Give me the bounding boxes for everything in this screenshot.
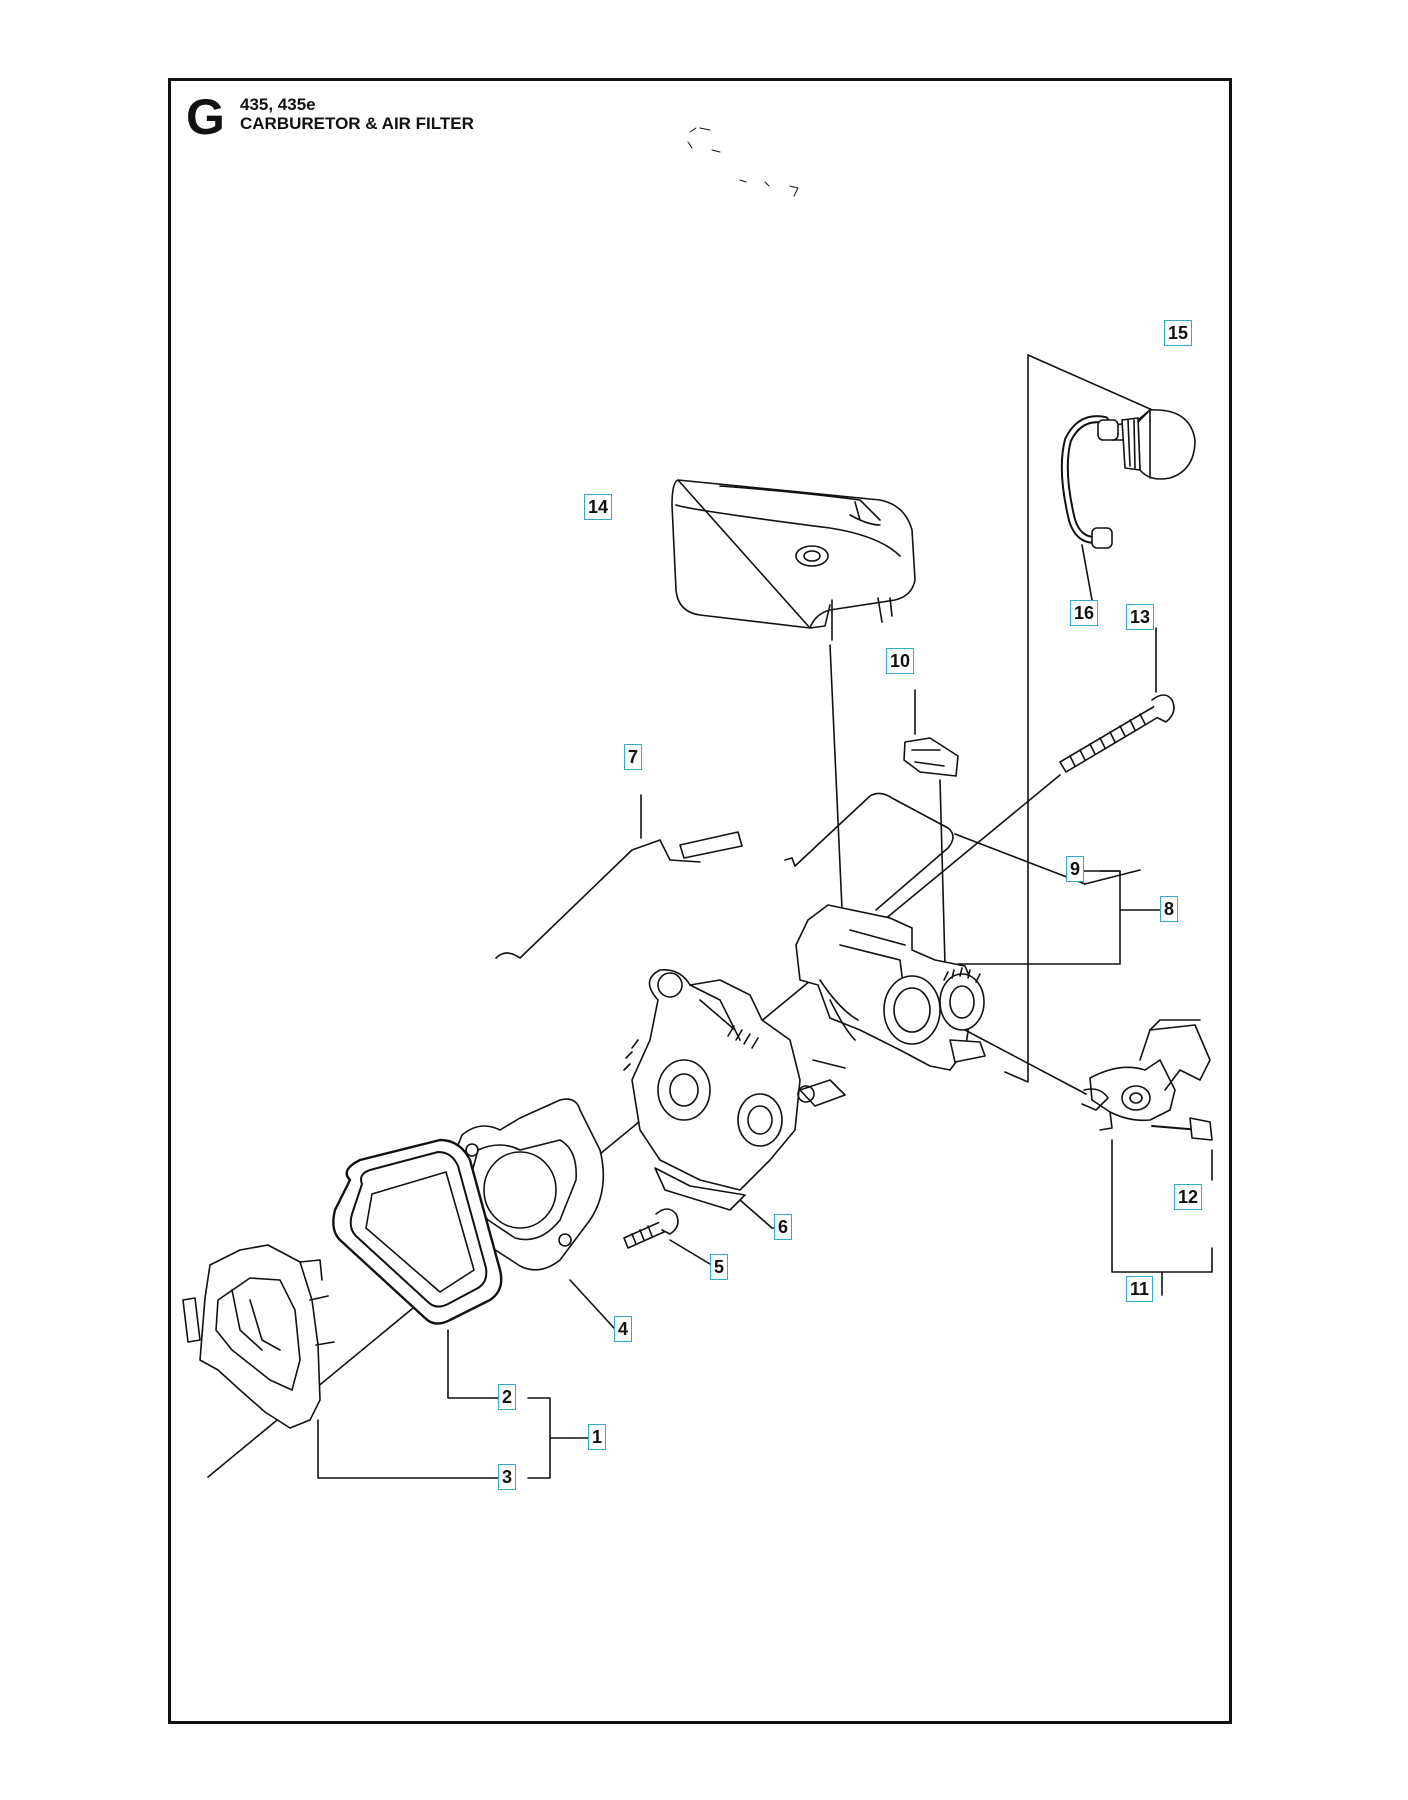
choke-wire-part xyxy=(784,792,1086,911)
callout-2[interactable]: 2 xyxy=(498,1384,517,1410)
model-numbers: 435, 435e xyxy=(240,95,316,114)
long-screw-part xyxy=(1059,694,1175,773)
air-filter-cover-part xyxy=(671,479,916,629)
callout-1[interactable]: 1 xyxy=(588,1424,607,1450)
section-letter: G xyxy=(186,89,225,145)
page-title: CARBURETOR & AIR FILTER xyxy=(240,114,474,133)
intake-gasket-part xyxy=(451,1098,605,1271)
group-frame-line xyxy=(1004,354,1029,1083)
small-screw-part xyxy=(1151,1117,1213,1141)
callout-2-leader xyxy=(447,1329,499,1399)
callout-8-bracket xyxy=(957,870,1121,965)
filter-base-plate-part xyxy=(182,1244,335,1429)
carburetor-body-part xyxy=(623,968,846,1211)
drawing-frame xyxy=(168,78,1232,1724)
callout-4[interactable]: 4 xyxy=(614,1316,633,1342)
callout-1-bracket xyxy=(527,1397,551,1479)
choke-clip-part xyxy=(903,737,959,777)
fuel-hose-part xyxy=(1060,415,1119,601)
adjuster-lever-part xyxy=(1081,1019,1211,1131)
throttle-rod-part xyxy=(495,794,743,959)
callout-7[interactable]: 7 xyxy=(624,744,643,770)
callout-10[interactable]: 10 xyxy=(886,648,915,674)
carburetor-housing-part xyxy=(795,904,986,1071)
primer-bulb-part xyxy=(1111,409,1196,480)
mounting-screw-part xyxy=(623,1208,679,1249)
scan-marks xyxy=(687,127,799,197)
callout-6[interactable]: 6 xyxy=(774,1214,793,1240)
air-filter-element-part xyxy=(332,1138,503,1325)
callout-3-leader xyxy=(317,1419,499,1479)
callout-11[interactable]: 11 xyxy=(1126,1276,1154,1302)
callout-8[interactable]: 8 xyxy=(1160,896,1179,922)
callout-5[interactable]: 5 xyxy=(710,1254,729,1280)
callout-3[interactable]: 3 xyxy=(498,1464,517,1490)
callout-12[interactable]: 12 xyxy=(1174,1184,1203,1210)
assembly-axis xyxy=(207,774,1061,1478)
callout-16[interactable]: 16 xyxy=(1070,600,1099,626)
callout-13[interactable]: 13 xyxy=(1126,604,1155,630)
callout-9[interactable]: 9 xyxy=(1066,856,1085,882)
callout-14[interactable]: 14 xyxy=(584,494,613,520)
callout-15[interactable]: 15 xyxy=(1164,320,1193,346)
